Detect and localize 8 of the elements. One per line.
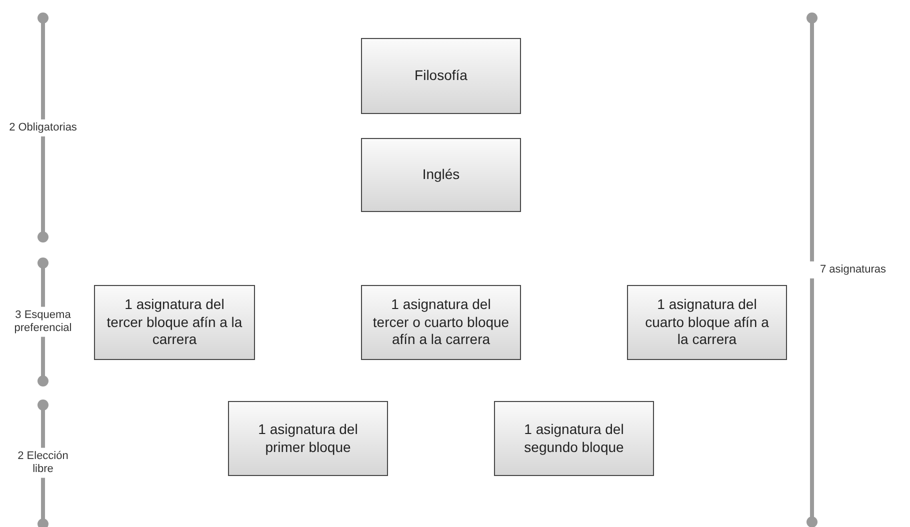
subject-box: Inglés (361, 138, 521, 212)
subject-box: 1 asignatura del cuarto bloque afín a la carrera (627, 285, 787, 360)
subject-box: 1 asignatura del segundo bloque (494, 401, 654, 476)
subject-box: Filosofía (361, 38, 521, 114)
subject-box: 1 asignatura del tercer bloque afín a la carrera (94, 285, 255, 360)
subject-box: 1 asignatura del primer bloque (228, 401, 388, 476)
range-label: 2 Obligatorias (7, 119, 79, 137)
subject-box: 1 asignatura del tercer o cuarto bloque afín a la carrera (361, 285, 521, 360)
